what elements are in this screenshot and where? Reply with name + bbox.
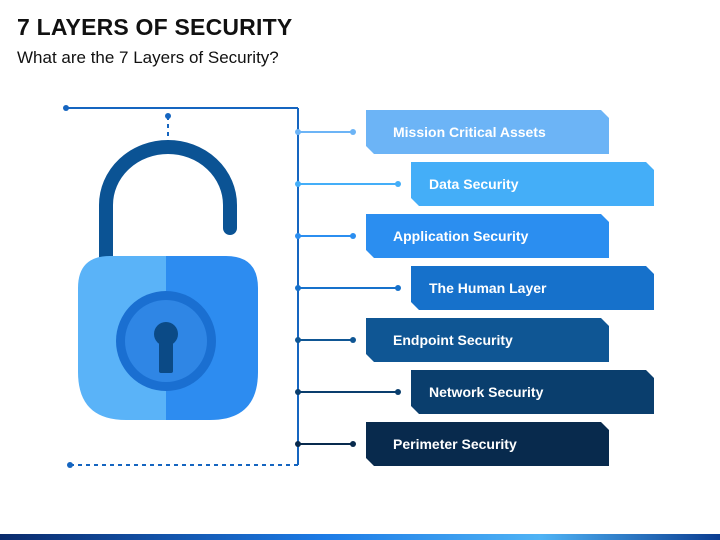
page-subtitle: What are the 7 Layers of Security? <box>17 48 279 67</box>
keyhole-icon <box>154 322 178 373</box>
branch-dot-start-3 <box>295 233 301 239</box>
top-connector-dot <box>63 105 69 111</box>
branch-dot-end-7 <box>350 441 356 447</box>
footer-gradient-bar <box>0 534 720 540</box>
branch-dot-start-6 <box>295 389 301 395</box>
layer-label: Network Security <box>429 384 544 400</box>
branch-dot-start-4 <box>295 285 301 291</box>
layer-endpoint-security: Endpoint Security <box>366 318 609 362</box>
layer-network-security: Network Security <box>411 370 654 414</box>
branch-dot-end-4 <box>395 285 401 291</box>
branch-connectors <box>295 129 401 447</box>
lock-shackle <box>99 140 237 265</box>
layer-data-security: Data Security <box>411 162 654 206</box>
branch-dot-end-6 <box>395 389 401 395</box>
branch-dot-start-2 <box>295 181 301 187</box>
layer-mission-critical-assets: Mission Critical Assets <box>366 110 609 154</box>
branch-dot-end-1 <box>350 129 356 135</box>
branch-dot-start-7 <box>295 441 301 447</box>
branch-dot-end-2 <box>395 181 401 187</box>
layer-label: Perimeter Security <box>393 436 517 452</box>
layer-application-security: Application Security <box>366 214 609 258</box>
branch-dot-start-1 <box>295 129 301 135</box>
layer-label: Mission Critical Assets <box>393 124 546 140</box>
layer-label: Endpoint Security <box>393 332 513 348</box>
lock-drop-dot <box>165 113 171 119</box>
branch-dot-start-5 <box>295 337 301 343</box>
layer-label: The Human Layer <box>429 280 547 296</box>
layer-human-layer: The Human Layer <box>411 266 654 310</box>
padlock-icon <box>78 140 258 420</box>
page-title: 7 LAYERS OF SECURITY <box>17 14 293 40</box>
branch-dot-end-5 <box>350 337 356 343</box>
layer-perimeter-security: Perimeter Security <box>366 422 609 466</box>
bottom-connector-dot <box>67 462 73 468</box>
layer-label: Data Security <box>429 176 519 192</box>
layer-label: Application Security <box>393 228 529 244</box>
branch-dot-end-3 <box>350 233 356 239</box>
